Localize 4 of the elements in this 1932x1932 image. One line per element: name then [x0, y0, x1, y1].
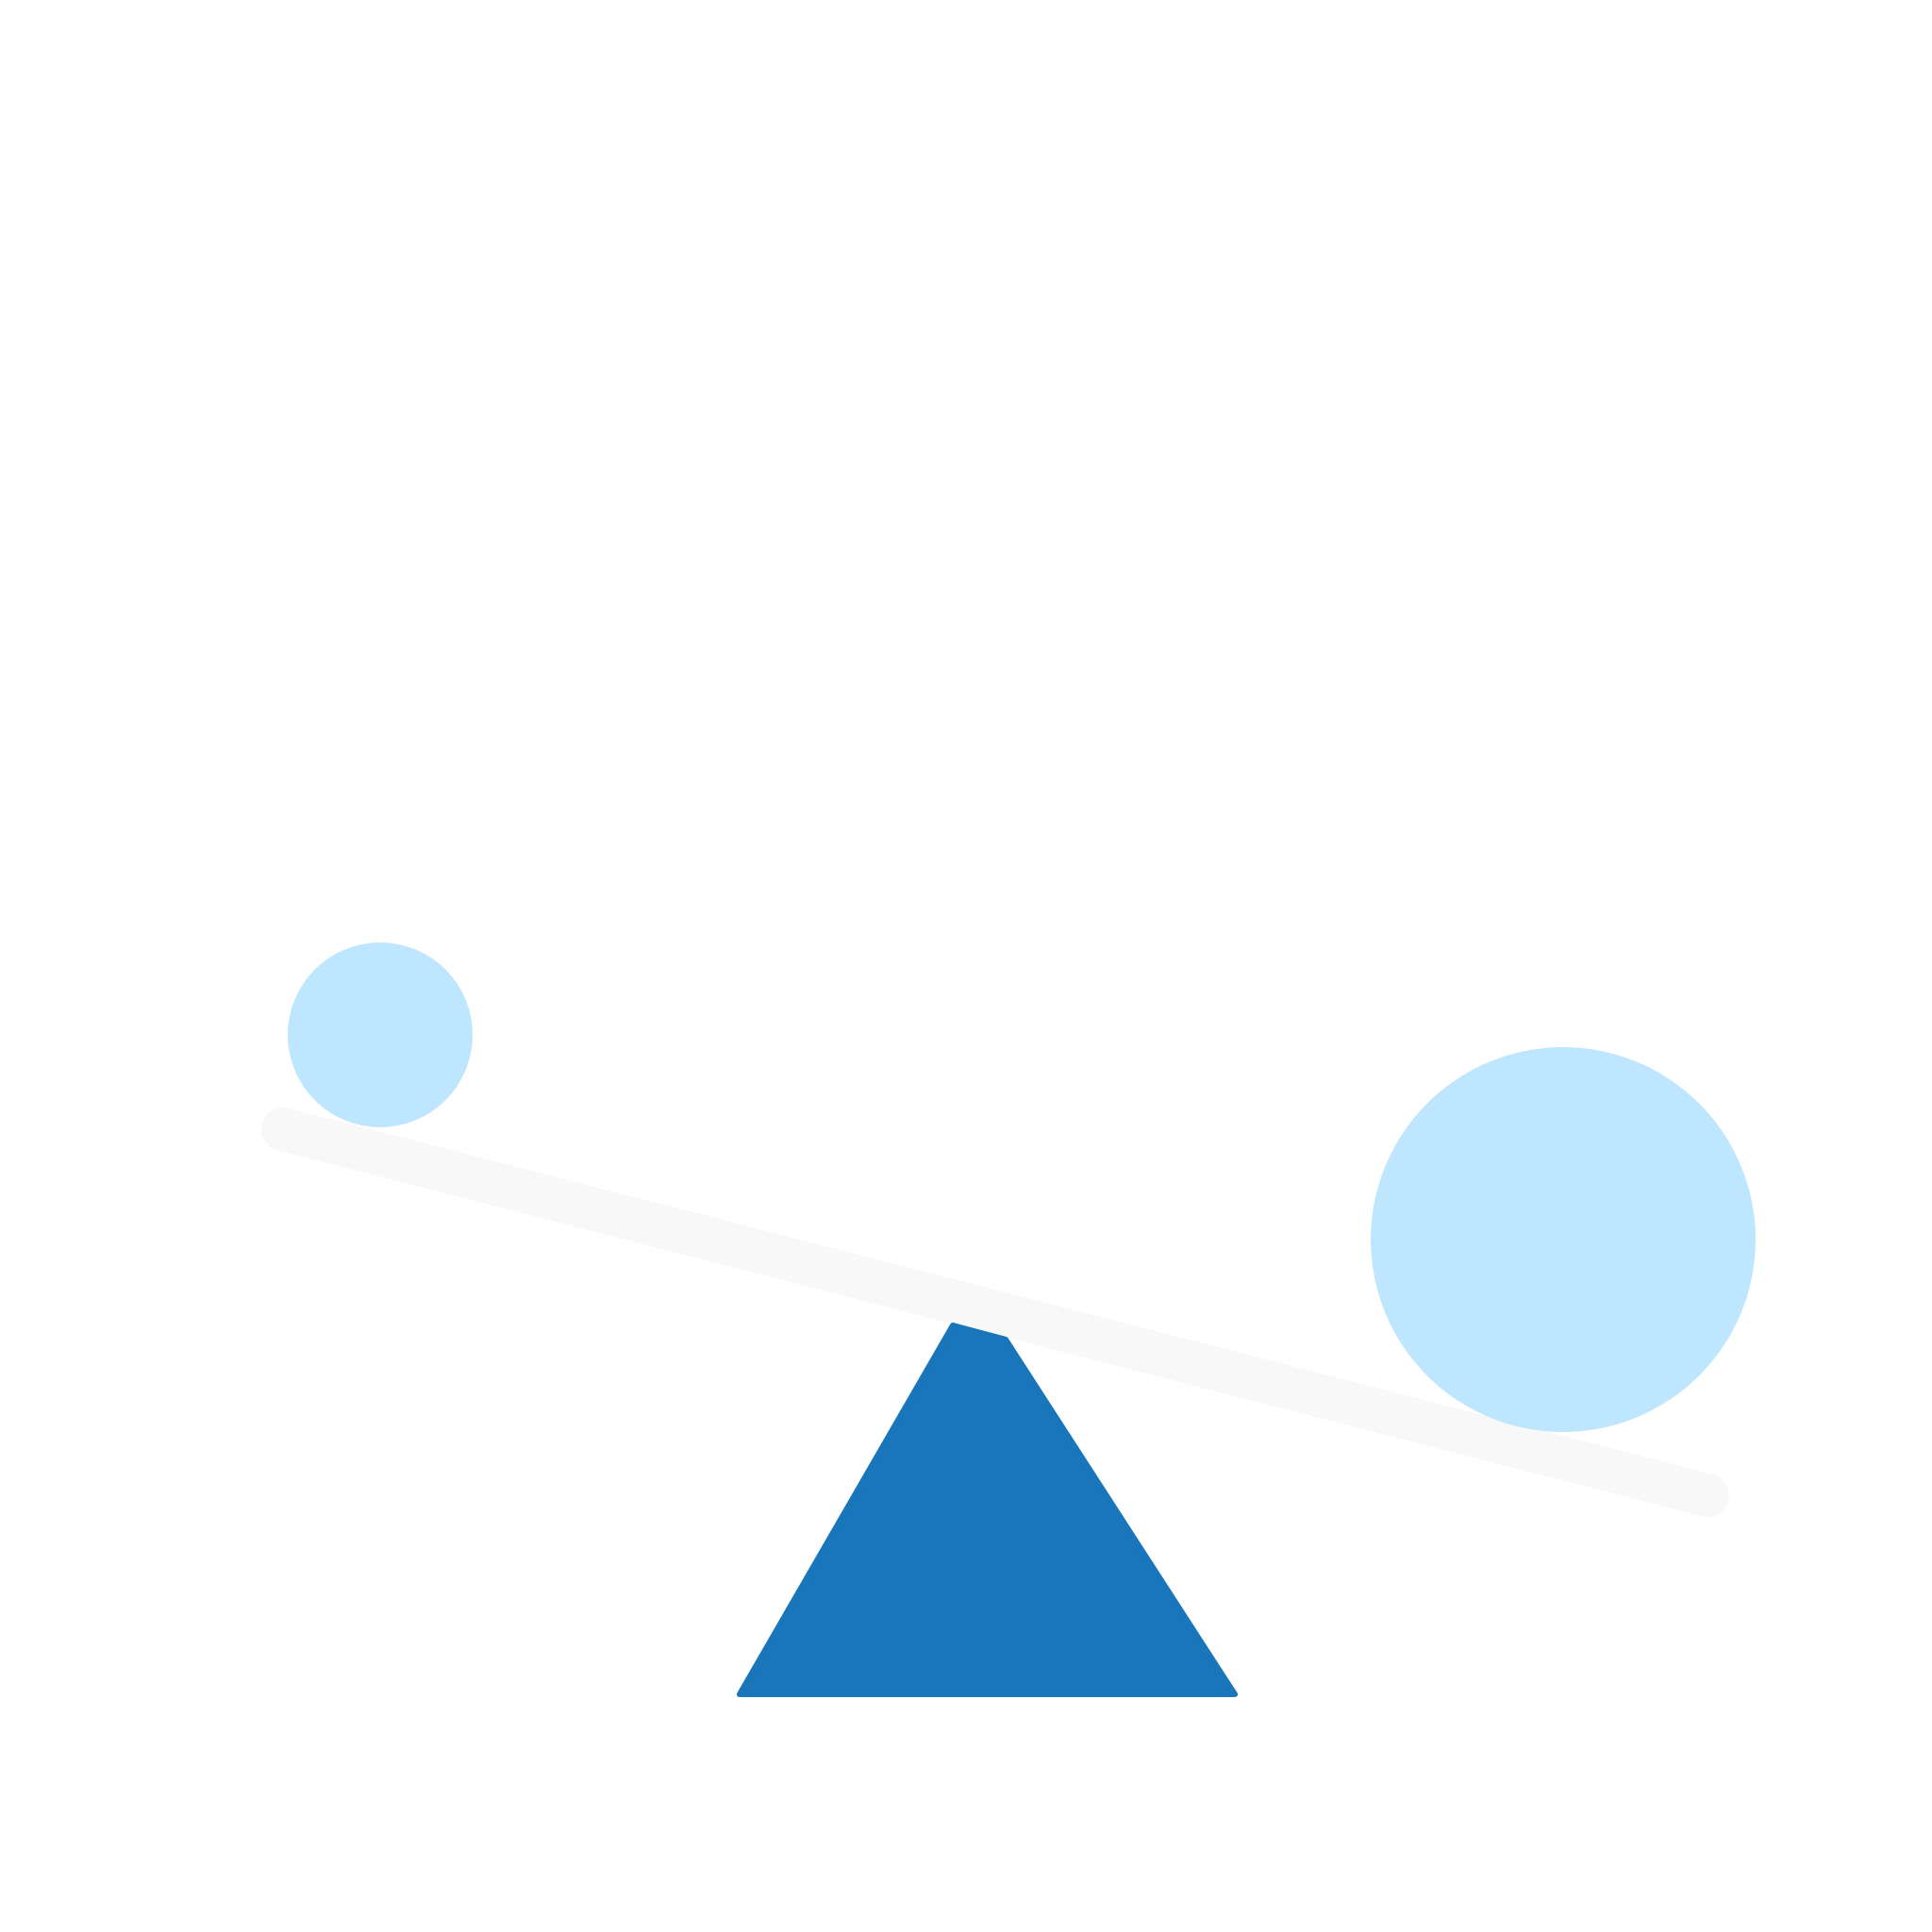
fulcrum-triangle	[737, 1323, 1238, 1697]
large-ball	[1371, 1047, 1756, 1432]
small-ball	[288, 942, 473, 1127]
seesaw-plank	[261, 1108, 1729, 1517]
